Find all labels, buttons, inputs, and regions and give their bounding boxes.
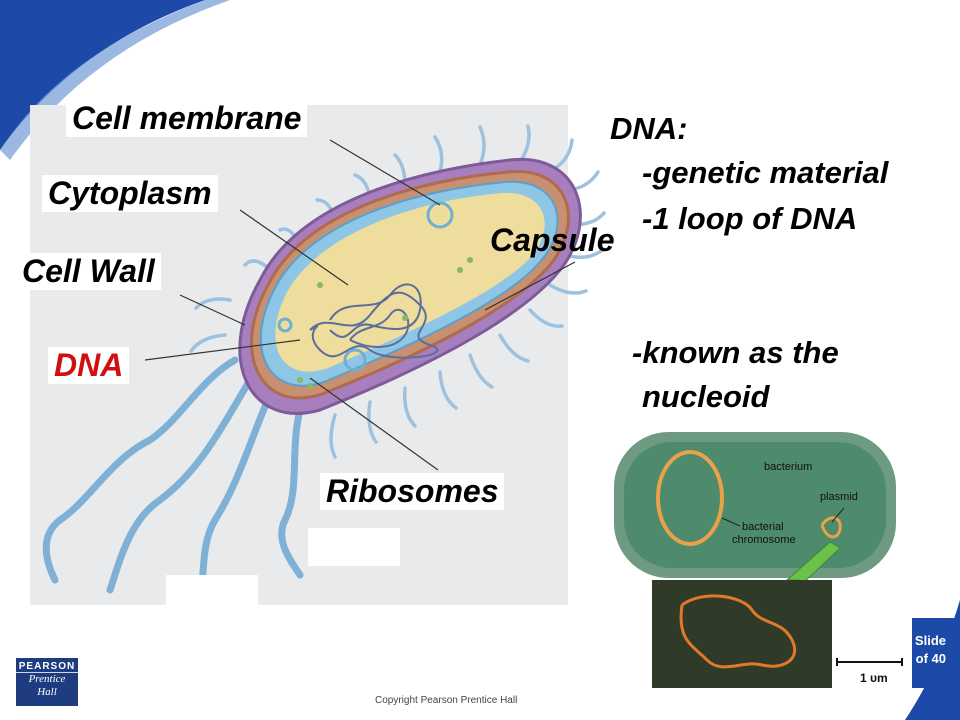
label-cell-membrane: Cell membrane xyxy=(66,100,308,137)
label-cell-wall: Cell Wall xyxy=(16,253,161,290)
dna-note-known-as: -known as the xyxy=(632,335,839,370)
dna-heading: DNA: xyxy=(610,111,688,146)
blank-label-box xyxy=(308,528,400,566)
dna-note-genetic-material: -genetic material xyxy=(642,155,889,190)
label-ribosomes: Ribosomes xyxy=(320,473,505,510)
inset-label-plasmid: plasmid xyxy=(820,491,858,503)
logo-line2: Prentice xyxy=(28,673,66,685)
inset-scale-label: 1 υm xyxy=(860,671,888,685)
copyright-notice: Copyright Pearson Prentice Hall xyxy=(375,695,518,706)
label-cytoplasm: Cytoplasm xyxy=(42,175,218,212)
logo-line3: Hall xyxy=(37,686,57,698)
slide-number-line1: Slide xyxy=(914,633,946,648)
logo-line1: PEARSON xyxy=(16,658,78,673)
label-dna: DNA xyxy=(48,347,130,384)
plasmid-inset: bacterium plasmid bacterial chromosome 1… xyxy=(614,432,912,690)
inset-label-bacterium: bacterium xyxy=(764,461,812,473)
dna-note-nucleoid: nucleoid xyxy=(642,379,770,414)
slide-number: Slide of 40 xyxy=(915,632,946,668)
inset-label-chromosome-1: bacterial xyxy=(742,521,784,533)
blank-label-box xyxy=(166,575,258,607)
dna-note-loop: -1 loop of DNA xyxy=(642,201,858,236)
pearson-logo: PEARSON Prentice Hall xyxy=(16,658,78,706)
inset-label-chromosome-2: chromosome xyxy=(732,534,796,546)
label-capsule: Capsule xyxy=(490,222,615,258)
slide-number-line2: of 40 xyxy=(915,651,946,666)
